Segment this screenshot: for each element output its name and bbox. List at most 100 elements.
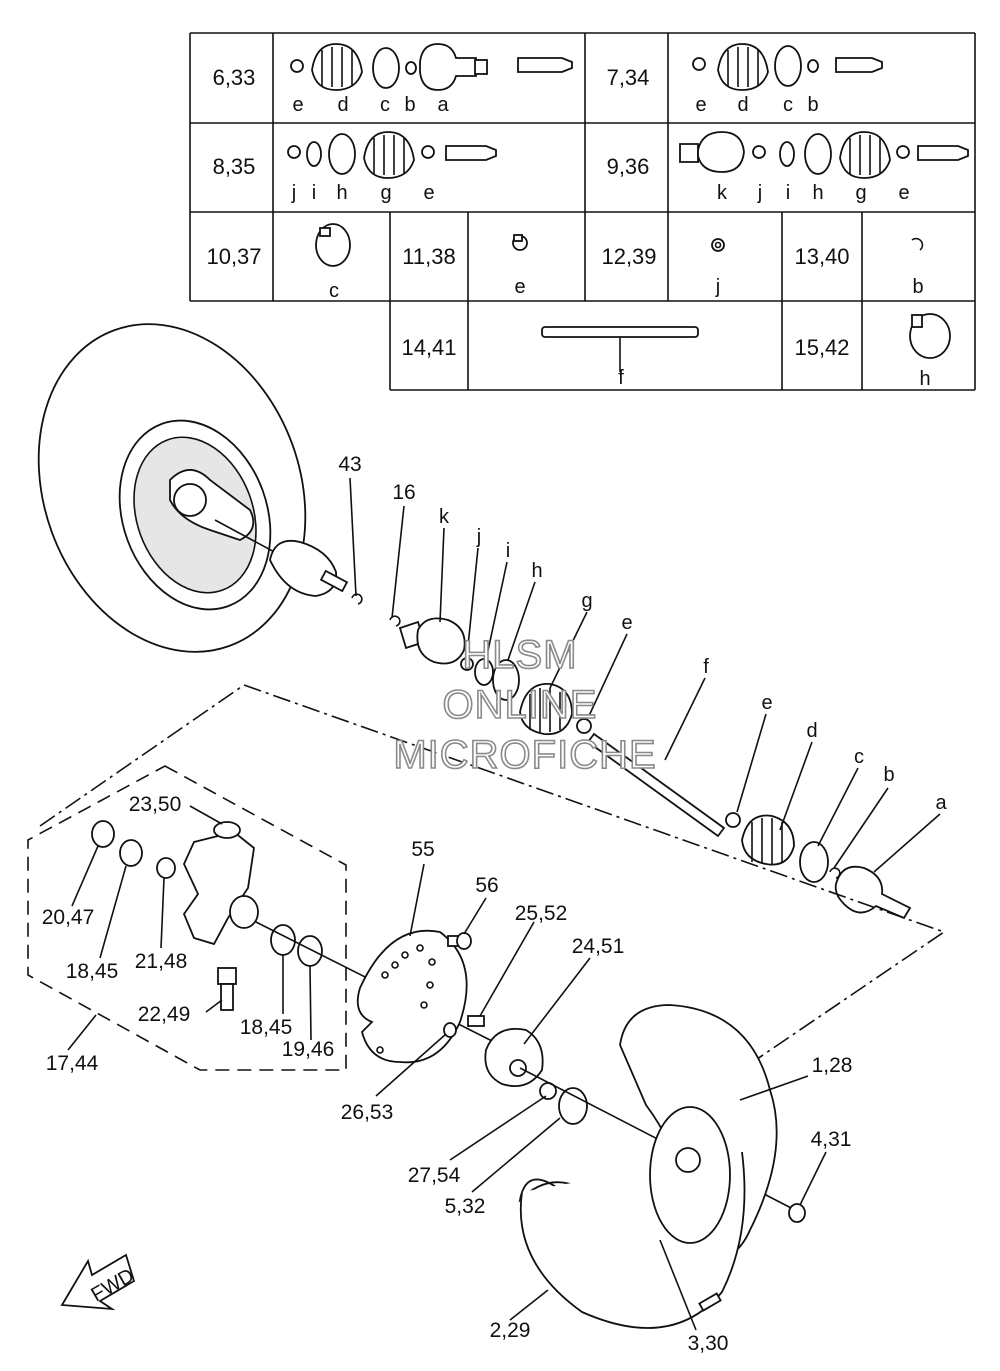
seal-20-47 xyxy=(91,820,115,848)
kit-7-34-letter-d: d xyxy=(737,94,748,116)
callout-5-32: 5,32 xyxy=(445,1195,486,1218)
callouts: 43 16 k j i h g e f e d c b a 23,50 20,4… xyxy=(42,453,948,1355)
kit-8-35-letter-e: e xyxy=(423,182,434,204)
brake-disc-55 xyxy=(356,929,468,1064)
bolt-25-52 xyxy=(467,1015,485,1027)
kit-15-42-letter-h: h xyxy=(919,368,930,390)
kit-ref-15-42: 15,42 xyxy=(794,335,849,360)
watermark-line-3: MICROFICHE xyxy=(393,733,656,777)
kit-8-35-letter-h: h xyxy=(336,182,347,204)
drive-shaft-icon xyxy=(541,326,699,372)
callout-25-52: 25,52 xyxy=(515,902,568,925)
callout-d: d xyxy=(806,720,817,742)
boot-d xyxy=(741,814,795,866)
callout-leaders xyxy=(67,477,941,1331)
clamp-e-upper xyxy=(576,718,592,734)
boot-g xyxy=(519,683,573,736)
cv-joint-outer-k xyxy=(398,617,466,665)
watermark-line-1: HLSM xyxy=(462,633,577,677)
kit-9-36-letter-e: e xyxy=(898,182,909,204)
kit-ref-7-34: 7,34 xyxy=(607,65,650,90)
callout-j: j xyxy=(476,526,481,548)
clamp-e-lower xyxy=(725,812,741,828)
wheel-nut-4-31 xyxy=(788,1203,806,1223)
callout-16: 16 xyxy=(392,481,415,504)
kit-13-40-letter-b: b xyxy=(912,276,923,298)
kit-9-36-letter-i: i xyxy=(786,182,790,204)
seal-19-46 xyxy=(297,935,323,967)
callout-20-47: 20,47 xyxy=(42,906,95,929)
callout-43: 43 xyxy=(338,453,361,476)
kit-ref-6-33: 6,33 xyxy=(213,65,256,90)
kit-6-33-letter-c: c xyxy=(380,94,390,116)
kit-14-41-letter-f: f xyxy=(618,367,624,389)
watermark: HLSM ONLINE MICROFICHE xyxy=(393,632,657,778)
callout-a: a xyxy=(935,792,947,814)
collar-21-48 xyxy=(156,857,176,879)
circlip-j-icon xyxy=(711,238,725,252)
hub-24-51 xyxy=(484,1028,544,1088)
kit-12-39-letter-j: j xyxy=(715,276,720,298)
callout-21-48: 21,48 xyxy=(135,950,188,973)
callout-g: g xyxy=(581,590,592,612)
valve-3-30 xyxy=(698,1292,722,1312)
callout-26-53: 26,53 xyxy=(341,1101,394,1124)
callout-24-51: 24,51 xyxy=(572,935,625,958)
callout-1-28: 1,28 xyxy=(812,1054,853,1077)
callout-b: b xyxy=(883,764,894,786)
kit-ref-14-41: 14,41 xyxy=(401,335,456,360)
kit-9-36-parts-icon xyxy=(679,131,969,179)
kit-9-36-letter-g: g xyxy=(855,182,866,204)
circlip-j xyxy=(460,657,474,671)
band-c xyxy=(799,841,829,883)
kit-ref-8-35: 8,35 xyxy=(213,154,256,179)
callout-27-54: 27,54 xyxy=(408,1164,461,1187)
cv-joint-inner-a xyxy=(834,865,912,920)
clip-16 xyxy=(389,615,401,627)
large-clamp-icon xyxy=(909,313,951,359)
callout-55: 55 xyxy=(411,838,434,861)
callout-18-45-upper: 18,45 xyxy=(66,960,119,983)
fwd-arrow-icon: FWD xyxy=(60,1253,138,1311)
circlip-26-53 xyxy=(443,1022,457,1038)
kit-6-33-letter-b: b xyxy=(404,94,415,116)
ring-i xyxy=(474,658,494,686)
callout-22-49: 22,49 xyxy=(138,1003,191,1026)
callout-23-50: 23,50 xyxy=(129,793,182,816)
kit-ref-12-39: 12,39 xyxy=(601,244,656,269)
callout-17-44: 17,44 xyxy=(46,1052,99,1075)
circlip-b-icon xyxy=(911,237,924,251)
watermark-line-2: ONLINE xyxy=(443,683,598,727)
kit-ref-11-38: 11,38 xyxy=(402,244,455,269)
kit-6-33-letter-d: d xyxy=(337,94,348,116)
callout-56: 56 xyxy=(475,874,498,897)
kit-ref-10-37: 10,37 xyxy=(206,244,261,269)
bearing-18-45-upper xyxy=(119,839,143,867)
kit-8-35-parts-icon xyxy=(287,131,497,179)
band-clamp-icon xyxy=(315,223,351,267)
ball-joint-22-49 xyxy=(217,967,237,1011)
band-h xyxy=(492,659,520,701)
bearing-5-32 xyxy=(558,1087,588,1125)
kit-ref-9-36: 9,36 xyxy=(607,154,650,179)
kit-9-36-letter-h: h xyxy=(812,182,823,204)
kit-9-36-letter-j: j xyxy=(757,182,762,204)
callout-e-lower: e xyxy=(761,692,772,714)
kit-9-36-letter-k: k xyxy=(717,182,728,204)
kit-table: 6,33 e d c b a 7,34 e d c b 8,3 xyxy=(189,32,976,391)
kit-6-33-letter-e: e xyxy=(292,94,303,116)
kit-6-33-parts-icon xyxy=(290,43,573,91)
oil-seal-23-50 xyxy=(213,821,241,839)
callout-4-31: 4,31 xyxy=(811,1128,852,1151)
kit-7-34-parts-icon xyxy=(692,43,883,91)
kit-7-34-letter-c: c xyxy=(783,94,793,116)
callout-e-upper: e xyxy=(621,612,632,634)
callout-19-46: 19,46 xyxy=(282,1038,335,1061)
drive-shaft-f xyxy=(586,732,726,838)
callout-2-29: 2,29 xyxy=(490,1319,531,1342)
kit-11-38-letter-e: e xyxy=(514,276,525,298)
kit-8-35-letter-j: j xyxy=(291,182,296,204)
kit-7-34-letter-b: b xyxy=(807,94,818,116)
callout-18-45-lower: 18,45 xyxy=(240,1016,293,1039)
